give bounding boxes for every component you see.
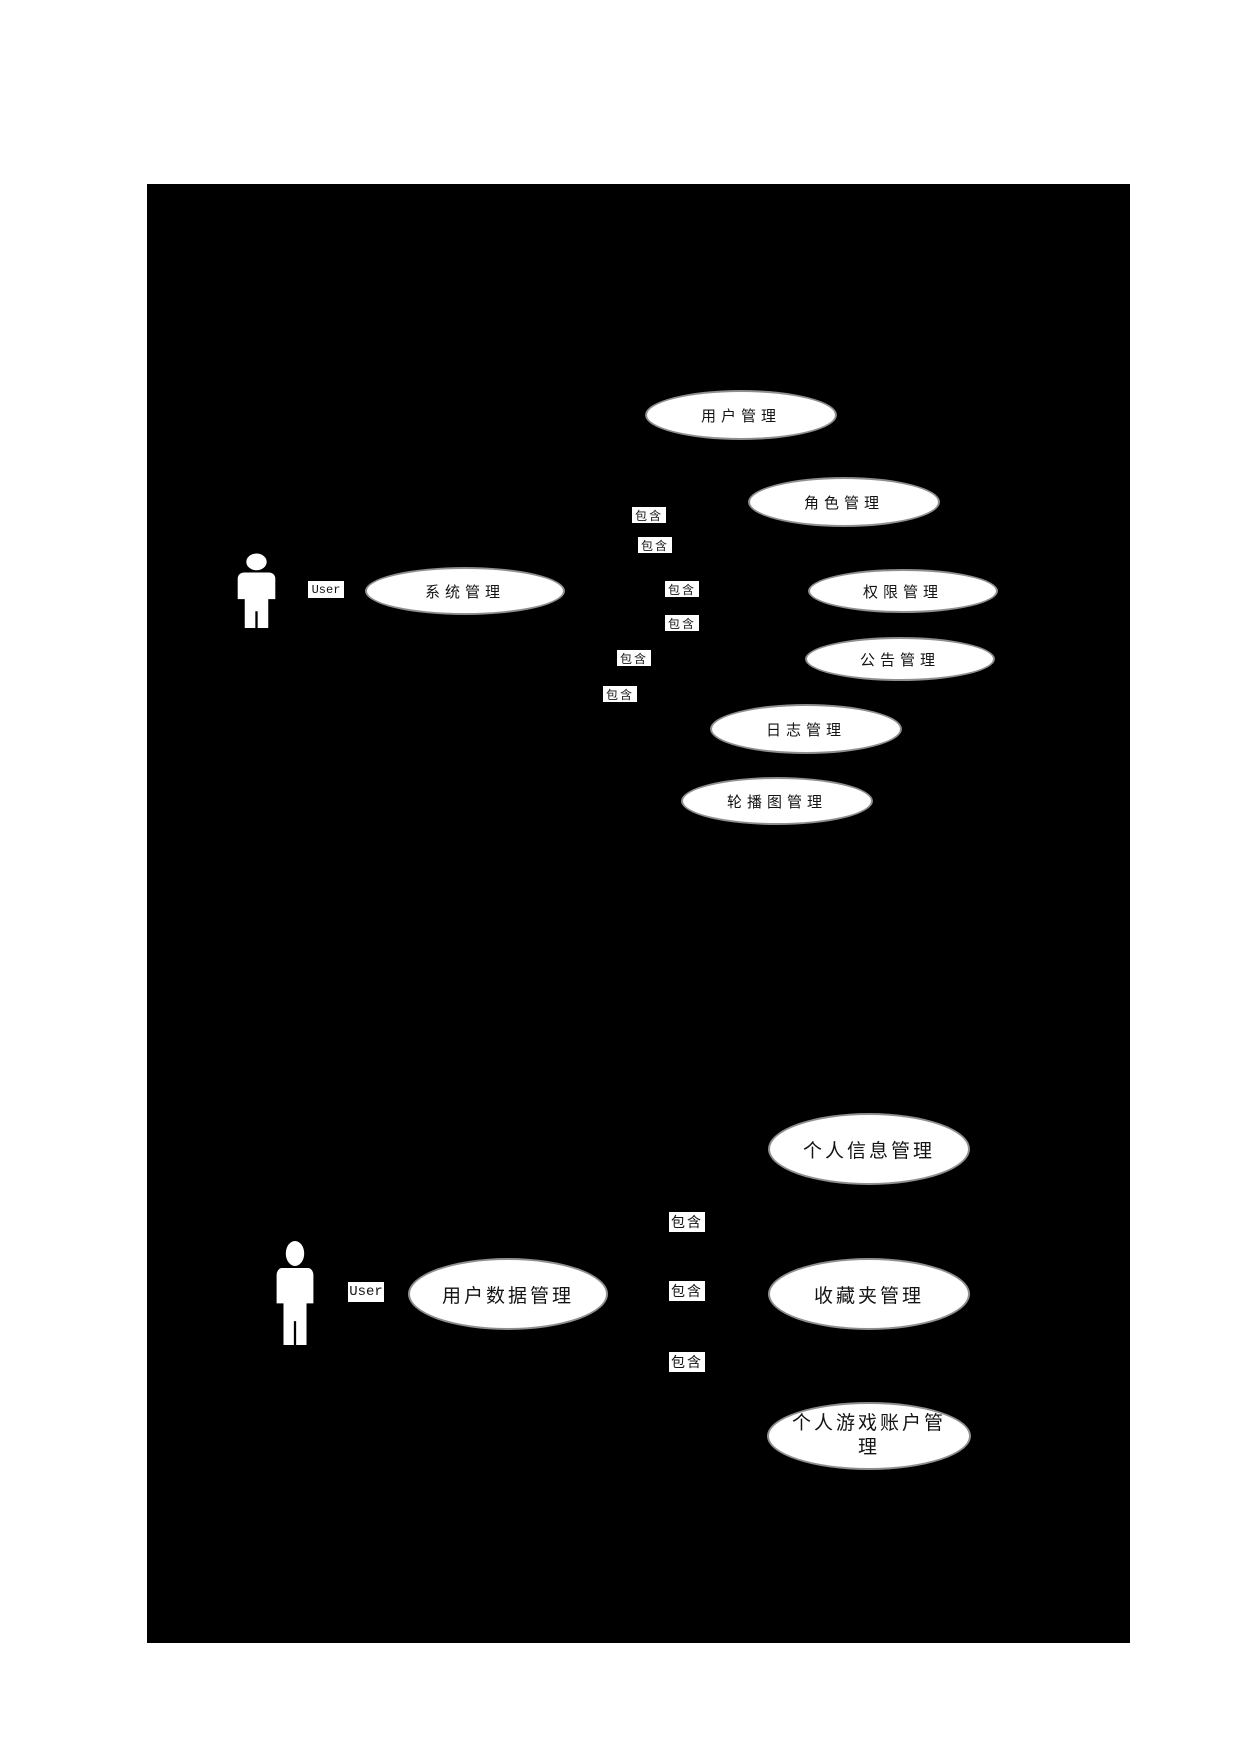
use-case-carousel-management: 轮播图管理 bbox=[681, 777, 873, 825]
actor-user-lower bbox=[272, 1241, 318, 1345]
include-label: 包含 bbox=[638, 537, 672, 553]
include-label: 包含 bbox=[669, 1281, 705, 1301]
include-label: 包含 bbox=[669, 1352, 705, 1372]
include-label: 包含 bbox=[665, 581, 699, 597]
include-label: 包含 bbox=[617, 650, 651, 666]
use-case-announcement-management: 公告管理 bbox=[805, 637, 995, 681]
actor-user-upper bbox=[233, 552, 280, 628]
person-icon bbox=[233, 552, 280, 628]
use-case-permission-management: 权限管理 bbox=[808, 569, 998, 613]
actor-name-label-lower: User bbox=[348, 1282, 384, 1302]
use-case-system-management: 系统管理 bbox=[365, 567, 565, 615]
use-case-role-management: 角色管理 bbox=[748, 477, 940, 527]
include-label: 包含 bbox=[665, 615, 699, 631]
use-case-personal-game-account-management: 个人游戏账户管理 bbox=[767, 1402, 971, 1470]
use-case-user-management: 用户管理 bbox=[645, 390, 837, 440]
include-label: 包含 bbox=[669, 1212, 705, 1232]
use-case-user-data-management: 用户数据管理 bbox=[408, 1258, 608, 1330]
include-label: 包含 bbox=[632, 507, 666, 523]
use-case-favorites-management: 收藏夹管理 bbox=[768, 1258, 970, 1330]
actor-name-label-upper: User bbox=[308, 581, 344, 598]
person-icon bbox=[272, 1241, 318, 1345]
diagram-canvas: User 系统管理 用户管理 角色管理 权限管理 公告管理 日志管理 轮播图管理… bbox=[147, 184, 1130, 1643]
use-case-log-management: 日志管理 bbox=[710, 704, 902, 754]
use-case-personal-info-management: 个人信息管理 bbox=[768, 1113, 970, 1185]
include-label: 包含 bbox=[603, 686, 637, 702]
